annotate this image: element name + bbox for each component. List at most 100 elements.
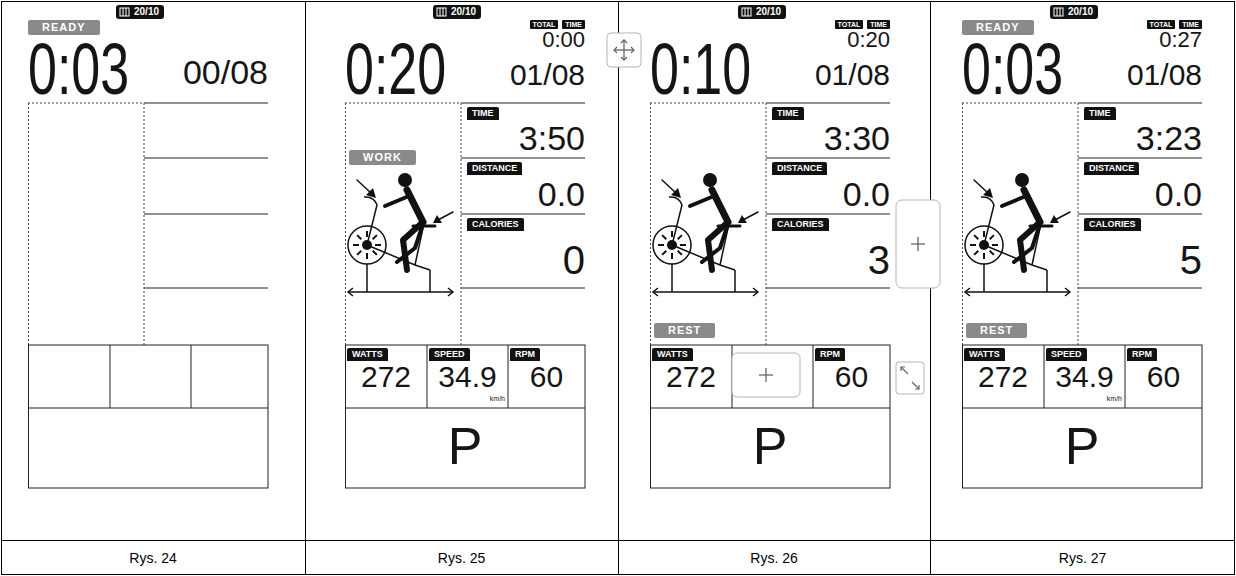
editor-move-handle	[607, 33, 641, 67]
field-tag: TIME	[772, 107, 804, 120]
editor-add-button	[896, 200, 940, 288]
figure-caption: Rys. 26	[618, 551, 930, 565]
tag-text: 20/10	[1068, 7, 1093, 17]
tag-text: TOTAL	[1150, 21, 1173, 28]
field-tag: RPM	[815, 348, 845, 361]
distance-readout: 0.0	[1080, 177, 1202, 211]
tag-text: WATTS	[352, 350, 383, 359]
tag-text: TIME	[1182, 21, 1199, 28]
tag-text: TIME	[565, 21, 582, 28]
field-tag: TIME	[467, 107, 499, 120]
timer-readout: 0:10	[650, 32, 766, 105]
timer-readout: 0:03	[962, 32, 1078, 105]
tag-text: RPM	[820, 350, 840, 359]
tag-text: RPM	[1132, 350, 1152, 359]
tag-text: TIME	[1089, 109, 1111, 118]
field-tag: DISTANCE	[1084, 162, 1139, 175]
program-letter: P	[650, 420, 890, 472]
unit-label: km/h	[1072, 395, 1122, 402]
bike-icon	[348, 173, 453, 296]
field-tag: RPM	[1127, 348, 1157, 361]
timer-readout: 0:03	[28, 32, 144, 105]
tag-text: TOTAL	[533, 21, 556, 28]
tag-text: SPEED	[1051, 350, 1082, 359]
distance-readout: 0.0	[768, 177, 890, 211]
figure-caption: Rys. 27	[930, 551, 1235, 565]
interval-counter: 01/08	[775, 60, 890, 90]
program-badge: 20/10	[738, 5, 786, 19]
unit-label: km/h	[455, 395, 505, 402]
field-tag: SPEED	[429, 348, 470, 361]
speed-readout: 34.9	[427, 362, 508, 392]
header-tag: TOTAL	[530, 20, 559, 29]
field-tag: CALORIES	[467, 218, 524, 231]
tag-text: TIME	[472, 109, 494, 118]
bike-icon	[653, 173, 758, 296]
total-time-readout: 0:00	[485, 29, 585, 51]
field-tag: TIME	[1084, 107, 1116, 120]
lcd-frame	[962, 103, 1202, 488]
tag-text: SPEED	[434, 350, 465, 359]
tag-text: 20/10	[756, 7, 781, 17]
program-badge: 20/10	[1050, 5, 1098, 19]
field-tag: WATTS	[347, 348, 388, 361]
header-tag: TIME	[867, 20, 890, 29]
tag-text: DISTANCE	[777, 164, 822, 173]
total-time-readout: 0:27	[1102, 29, 1202, 51]
field-tag: SPEED	[1046, 348, 1087, 361]
tag-text: 20/10	[134, 7, 159, 17]
tag-text: DISTANCE	[1089, 164, 1134, 173]
field-tag: DISTANCE	[772, 162, 827, 175]
interval-counter: 01/08	[470, 60, 585, 90]
tag-text: 20/10	[451, 7, 476, 17]
program-letter: P	[345, 420, 585, 472]
editor-resize-handle	[896, 362, 924, 394]
tag-text: CALORIES	[777, 220, 824, 229]
lcd-frame	[650, 103, 890, 488]
header-tag: TOTAL	[835, 20, 864, 29]
interval-counter: 00/08	[148, 55, 268, 89]
calories-readout: 5	[1080, 240, 1202, 280]
tag-text: REST	[980, 325, 1013, 336]
tag-text: WATTS	[657, 350, 688, 359]
calories-readout: 0	[463, 240, 585, 280]
program-badge: 20/10	[433, 5, 481, 19]
speed-readout: 34.9	[1044, 362, 1125, 392]
time-readout: 3:50	[463, 121, 585, 155]
watts-readout: 272	[962, 362, 1044, 392]
interval-counter: 01/08	[1087, 60, 1202, 90]
figure-caption: Rys. 25	[305, 551, 618, 565]
tag-text: RPM	[515, 350, 535, 359]
phase-badge: REST	[654, 323, 715, 338]
lcd-frame	[345, 103, 585, 488]
program-letter: P	[962, 420, 1202, 472]
header-tag: TIME	[1179, 20, 1202, 29]
rpm-readout: 60	[1125, 362, 1202, 392]
distance-readout: 0.0	[463, 177, 585, 211]
tag-text: WORK	[363, 152, 402, 163]
tag-text: TOTAL	[838, 21, 861, 28]
header-tag: TOTAL	[1147, 20, 1176, 29]
tag-text: CALORIES	[472, 220, 519, 229]
phase-badge: REST	[966, 323, 1027, 338]
header-tag: TIME	[562, 20, 585, 29]
field-tag: RPM	[510, 348, 540, 361]
figure-caption: Rys. 24	[1, 551, 305, 565]
time-readout: 3:23	[1080, 121, 1202, 155]
phase-badge: WORK	[349, 150, 416, 165]
field-tag: CALORIES	[772, 218, 829, 231]
calories-readout: 3	[768, 240, 890, 280]
program-badge: 20/10	[116, 5, 164, 19]
tag-text: TIME	[870, 21, 887, 28]
tag-text: TIME	[777, 109, 799, 118]
tag-text: CALORIES	[1089, 220, 1136, 229]
rpm-readout: 60	[813, 362, 890, 392]
bike-icon	[965, 173, 1070, 296]
total-time-readout: 0:20	[790, 29, 890, 51]
time-readout: 3:30	[768, 121, 890, 155]
field-tag: CALORIES	[1084, 218, 1141, 231]
tag-text: DISTANCE	[472, 164, 517, 173]
